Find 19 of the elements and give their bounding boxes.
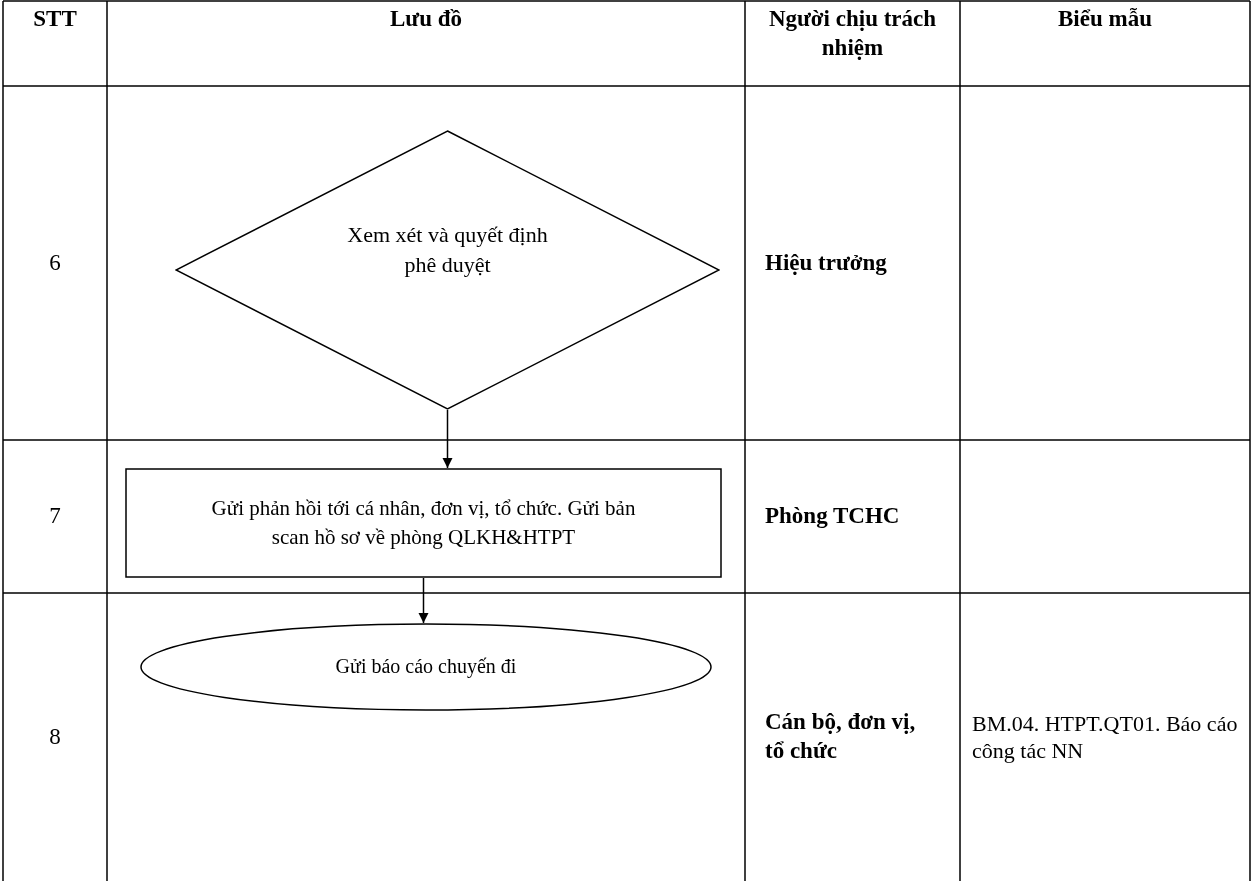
step-number: 8 xyxy=(49,722,61,751)
column-header: Lưu đồ xyxy=(390,5,462,33)
decision-diamond xyxy=(175,130,720,410)
form-text: BM.04. HTPT.QT01. Báo cáo công tác NN xyxy=(972,709,1238,765)
process-box xyxy=(125,468,722,578)
arrow xyxy=(418,577,429,624)
responsible-text: Phòng TCHC xyxy=(765,502,900,531)
node-text: Gửi báo cáo chuyến đi xyxy=(334,654,518,680)
node-text: Xem xét và quyết định phê duyệt xyxy=(346,220,549,279)
column-header: Người chịu trách nhiệm xyxy=(767,5,938,62)
responsible-text: Cán bộ, đơn vị, tổ chức xyxy=(765,708,917,765)
arrow xyxy=(442,409,453,469)
column-header: STT xyxy=(33,5,77,33)
node-text: Gửi phản hồi tới cá nhân, đơn vị, tổ chức. Gửi bản scan hồ sơ về phòng QLKH&HTPT xyxy=(210,495,637,551)
step-number: 7 xyxy=(49,502,61,531)
responsible-text: Hiệu trưởng xyxy=(765,248,887,277)
step-number: 6 xyxy=(49,248,61,277)
terminal-ellipse xyxy=(140,623,712,711)
column-header: Biểu mẫu xyxy=(1058,5,1152,33)
